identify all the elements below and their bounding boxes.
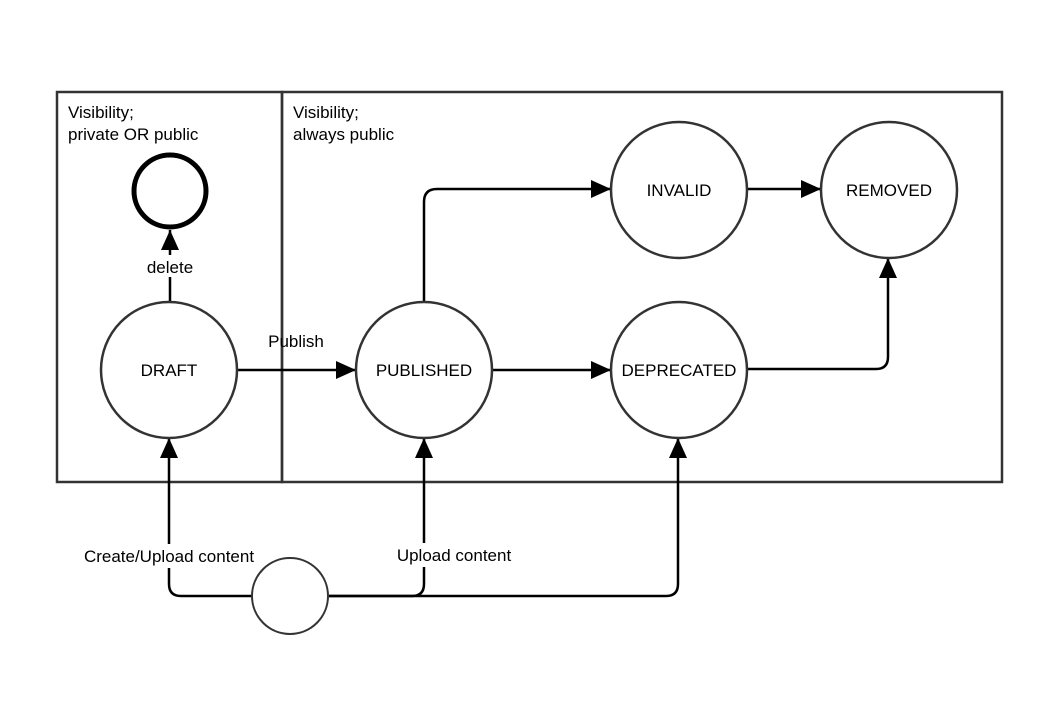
initial-state-node	[251, 557, 329, 635]
edge-deprecated-to-removed	[747, 258, 897, 371]
edge-upload-label: Upload content	[397, 546, 512, 565]
edge-delete-label-bg	[140, 255, 200, 277]
region-always-public	[280, 90, 1004, 484]
state-published-node	[354, 300, 494, 440]
region-right-label-line2: always public	[293, 125, 395, 144]
state-invalid-node	[609, 120, 749, 260]
state-deprecated-node	[609, 300, 749, 440]
state-published-label: PUBLISHED	[376, 361, 472, 380]
state-draft-label: DRAFT	[141, 361, 198, 380]
edge-upload-label-bg	[390, 543, 518, 567]
edge-create-upload-label: Create/Upload content	[84, 547, 254, 566]
edge-create-upload-label-bg	[76, 544, 262, 568]
state-deprecated-label: DEPRECATED	[622, 361, 737, 380]
final-state-node	[131, 152, 209, 230]
region-left-label-line1: Visibility;	[68, 103, 134, 122]
region-right-label-line1: Visibility;	[293, 103, 359, 122]
edge-delete-label: delete	[147, 258, 193, 277]
state-draft-node	[99, 300, 239, 440]
state-removed-node	[819, 120, 959, 260]
edge-publish-label: Publish	[268, 332, 324, 351]
state-removed-label: REMOVED	[846, 181, 932, 200]
edge-published-to-invalid	[422, 180, 611, 302]
state-invalid-label: INVALID	[647, 181, 712, 200]
edge-upload-published	[329, 438, 433, 598]
edge-upload-deprecated	[329, 438, 687, 598]
region-left-label-line2: private OR public	[68, 125, 199, 144]
edge-create-upload	[160, 438, 252, 598]
